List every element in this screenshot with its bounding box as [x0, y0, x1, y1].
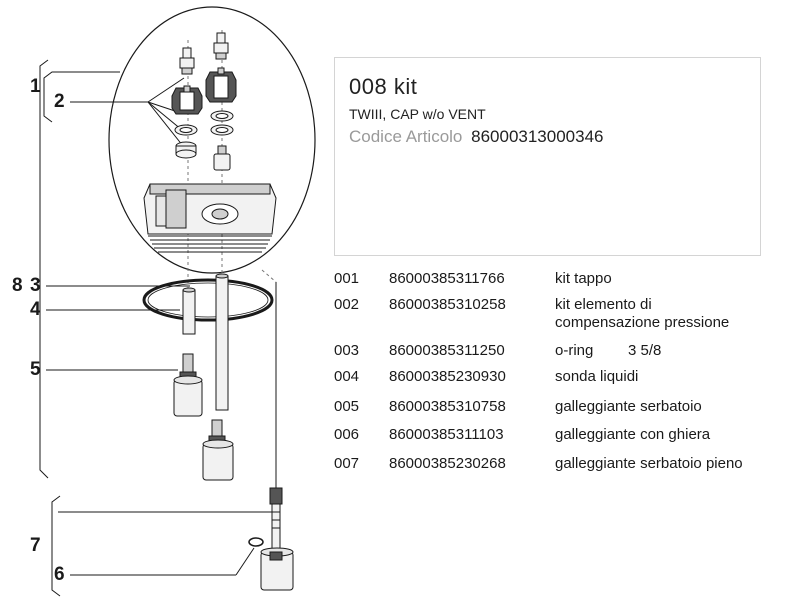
probe-tube-short: [182, 287, 196, 335]
float-007: [260, 269, 294, 591]
float-005: [173, 353, 203, 417]
bushing-left: [175, 141, 197, 159]
part-code: 86000385310758: [389, 398, 506, 415]
callout-7: 7: [30, 535, 41, 556]
part-code: 86000385311103: [389, 426, 504, 443]
part-code: 86000385311766: [389, 270, 505, 287]
part-code: 86000385310258: [389, 296, 506, 313]
leader-2d: [147, 101, 184, 147]
leader-2a: [147, 77, 185, 103]
connector-right: [213, 145, 231, 171]
callout-3: 3: [30, 275, 41, 296]
part-code: 86000385230268: [389, 455, 506, 472]
kit-title: 008 kit: [349, 74, 418, 99]
nut-left: [171, 85, 203, 115]
probe-tube-long: [215, 273, 229, 411]
exploded-parts-drawing: [39, 6, 316, 597]
part-number: 001: [334, 270, 360, 287]
part-number: 004: [334, 368, 360, 385]
part-number: 003: [334, 342, 360, 359]
part-description: kit elemento di: [555, 296, 652, 313]
detail-ellipse: [108, 6, 316, 274]
part-number: 002: [334, 296, 360, 313]
article-code-label: Codice Articolo: [349, 127, 463, 146]
part-description: galleggiante serbatoio pieno: [555, 455, 743, 472]
bracket-8: [39, 59, 49, 479]
vent-nipple-right: [213, 32, 229, 60]
callout-8: 8: [12, 275, 23, 296]
leader-6a: [235, 547, 255, 576]
part-number: 005: [334, 398, 360, 415]
callout-4: 4: [30, 299, 41, 320]
kit-info-box: 008 kit TWIII, CAP w/o VENT Codice Artic…: [334, 57, 761, 256]
float-006: [202, 419, 234, 481]
leader-2c: [147, 101, 183, 131]
article-code-value: 86000313000346: [471, 127, 604, 146]
part-description: sonda liquidi: [555, 368, 639, 385]
part-description-line2: compensazione pressione: [555, 314, 730, 331]
article-code-row: Codice Articolo 86000313000346: [349, 127, 604, 147]
part-description: galleggiante serbatoio: [555, 398, 702, 415]
callout-5: 5: [30, 359, 41, 380]
retaining-clip: [248, 537, 264, 547]
part-code: 86000385230930: [389, 368, 506, 385]
part-size: 3 5/8: [628, 342, 662, 359]
bracket-1: [43, 71, 58, 123]
callout-2: 2: [54, 91, 65, 112]
large-oring: [142, 278, 274, 322]
vent-nipple-left: [179, 47, 195, 75]
part-number: 007: [334, 455, 360, 472]
part-description: galleggiante con ghiera: [555, 426, 711, 443]
threaded-cap: [143, 183, 277, 253]
kit-subtitle: TWIII, CAP w/o VENT: [349, 106, 486, 122]
callout-6: 6: [54, 564, 65, 585]
part-code: 86000385311250: [389, 342, 505, 359]
callout-1: 1: [30, 76, 41, 97]
part-description: o-ring: [555, 342, 594, 359]
nut-right: [205, 67, 237, 103]
part-number: 006: [334, 426, 360, 443]
bracket-7: [51, 495, 61, 597]
part-description: kit tappo: [555, 270, 612, 287]
